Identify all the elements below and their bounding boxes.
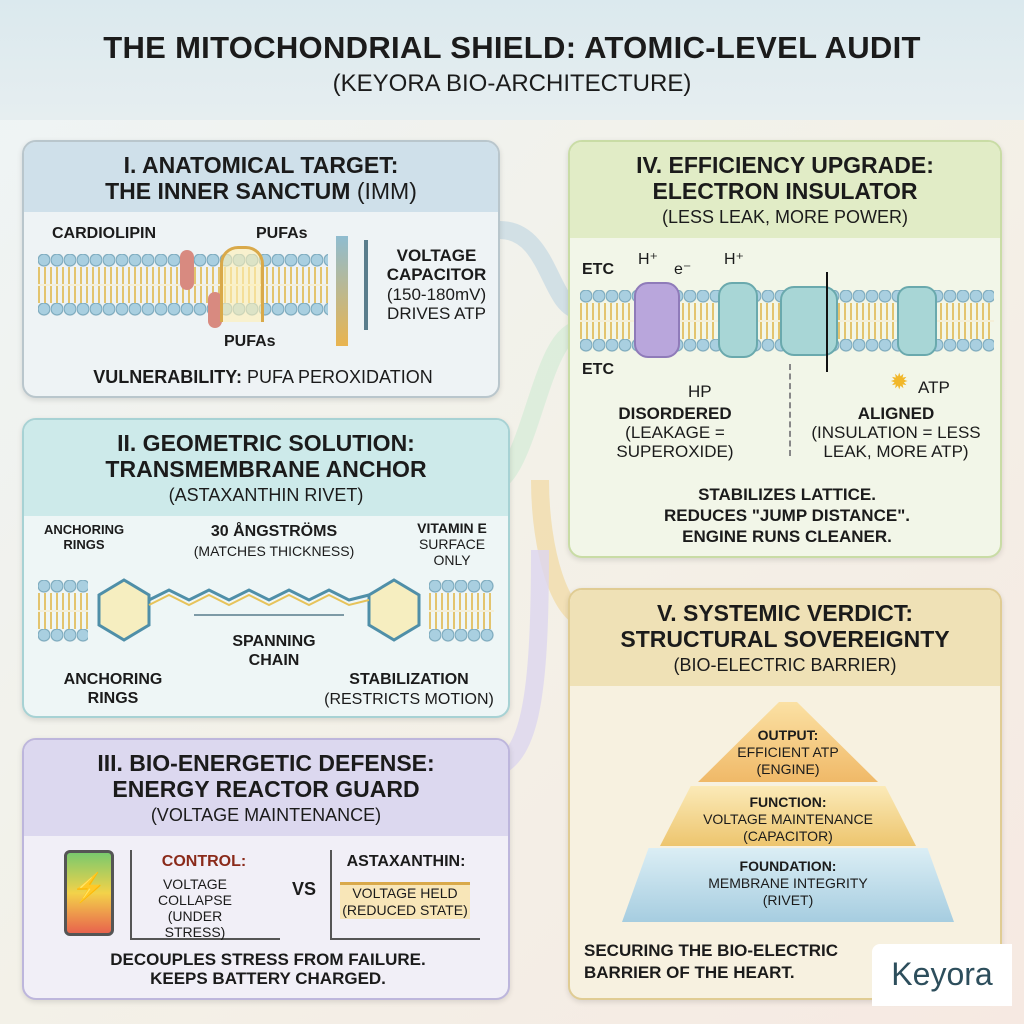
page-title: THE MITOCHONDRIAL SHIELD: ATOMIC-LEVEL A… [103,30,921,65]
h-plus-2: H⁺ [724,251,744,268]
panel4-footer: STABILIZES LATTICE.REDUCES "JUMP DISTANC… [664,485,910,546]
divider [789,364,791,456]
aligned-text: ALIGNED(INSULATION = LESS LEAK, MORE ATP… [811,404,981,461]
cardiolipin-molecule [180,250,194,290]
spanning-chain-label: SPANNING CHAIN [232,633,316,669]
panel5-subtitle: (BIO-ELECTRIC BARRIER) [673,655,897,675]
hp-label: HP [688,382,712,401]
sun-icon: ✹ [890,369,909,394]
etc-complex-disordered [634,282,680,358]
battery-icon: ⚡ [64,850,114,936]
panel3-title-b: ENERGY REACTOR GUARD [112,776,420,802]
vulnerability-text: VULNERABILITY: PUFA PEROXIDATION [93,367,433,387]
disordered-text: DISORDERED(LEAKAGE = SUPEROXIDE) [616,404,734,461]
double-arrow-icon [364,240,368,330]
astaxanthin-molecule [97,578,421,642]
pyramid-foundation: FOUNDATION:MEMBRANE INTEGRITY(RIVET) [622,848,954,922]
astaxanthin-label: ASTAXANTHIN: [346,853,466,870]
page-subtitle: (KEYORA BIO-ARCHITECTURE) [332,70,692,97]
vs-label: VS [292,879,317,899]
panel3-title: III. BIO-ENERGETIC DEFENSE: [97,750,435,776]
pufas-bottom-label: PUFAs [224,333,276,350]
panel4-title: IV. EFFICIENCY UPGRADE: [636,152,934,178]
length-sub: (MATCHES THICKNESS) [193,543,355,559]
panel1-title-b: THE INNER SANCTUM [105,178,351,204]
panel-anatomical-target: I. ANATOMICAL TARGET: THE INNER SANCTUM … [22,140,500,398]
panel2-title: II. GEOMETRIC SOLUTION: [117,430,415,456]
panel2-subtitle: (ASTAXANTHIN RIVET) [168,485,364,505]
control-graph [130,850,280,940]
keyora-logo: Keyora [872,944,1012,1006]
panel4-subtitle: (LESS LEAK, MORE POWER) [661,207,909,227]
panel-efficiency-upgrade: IV. EFFICIENCY UPGRADE: ELECTRON INSULAT… [568,140,1002,558]
etc-top-label: ETC [582,261,614,278]
anchoring-rings-bottom: ANCHORING RINGS [63,671,163,707]
e-minus: e⁻ [674,261,692,278]
control-label: CONTROL: [161,853,247,870]
pyramid-function: FUNCTION:VOLTAGE MAINTENANCE(CAPACITOR) [660,786,916,846]
panel3-subtitle: (VOLTAGE MAINTENANCE) [150,805,382,825]
pufas-top-label: PUFAs [256,225,308,242]
h-plus-1: H⁺ [638,251,658,268]
pufa-chain [220,246,264,322]
panel3-footer: DECOUPLES STRESS FROM FAILURE.KEEPS BATT… [110,950,426,988]
stabilization-sub: (RESTRICTS MOTION) [324,691,494,708]
span-arrow [194,614,344,616]
length-label: 30 ÅNGSTRÖMS [210,523,338,540]
panel-bio-energetic-defense: III. BIO-ENERGETIC DEFENSE: ENERGY REACT… [22,738,510,1000]
etc-bottom-label: ETC [582,361,614,378]
atp-synthase [897,286,937,356]
panel-geometric-solution: II. GEOMETRIC SOLUTION: TRANSMEMBRANE AN… [22,418,510,718]
header: THE MITOCHONDRIAL SHIELD: ATOMIC-LEVEL A… [0,0,1024,120]
etc-complex-2 [718,282,758,358]
voltage-gradient-arrow [336,236,348,346]
panel-systemic-verdict: V. SYSTEMIC VERDICT: STRUCTURAL SOVEREIG… [568,588,1002,1000]
panel5-title: V. SYSTEMIC VERDICT: [656,600,914,626]
panel4-title-b: ELECTRON INSULATOR [652,178,918,204]
panel1-title: I. ANATOMICAL TARGET: [123,152,399,178]
membrane-right [429,580,494,642]
panel5-title-b: STRUCTURAL SOVEREIGNTY [620,626,950,652]
anchoring-rings-top: ANCHORING RINGS [44,522,125,552]
pyramid-output: OUTPUT:EFFICIENT ATP(ENGINE) [698,702,878,782]
control-text: VOLTAGE COLLAPSE (UNDER STRESS) [158,876,232,940]
voltage-range: (150-180mV)DRIVES ATP [386,285,487,323]
panel2-title-b: TRANSMEMBRANE ANCHOR [105,456,427,482]
stabilization-label: STABILIZATION [349,671,469,688]
cardiolipin-label: CARDIOLIPIN [52,225,156,242]
astaxanthin-graph [330,850,480,940]
membrane-left [38,580,88,642]
astaxanthin-text: VOLTAGE HELD (REDUCED STATE) [340,882,470,919]
atp-label: ATP [918,378,950,397]
etc-complex-3 [780,286,838,356]
panel1-title-c: (IMM) [356,178,417,204]
proton-arrow [826,272,828,372]
pufa-molecule [208,292,222,328]
